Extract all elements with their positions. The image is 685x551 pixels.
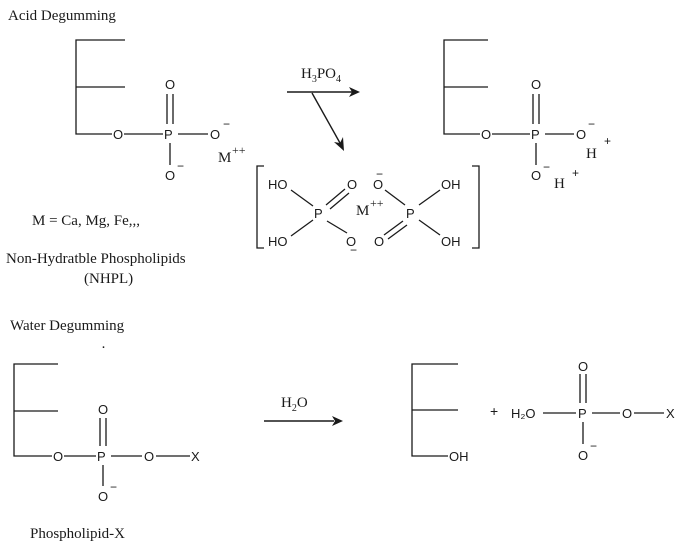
phosphoryl-x-product: H₂O P O O X O − <box>511 359 675 463</box>
complex-oxygen-2b: O <box>374 234 384 249</box>
product-proton-2: H <box>554 176 565 192</box>
complex-minus-b: − <box>376 167 383 181</box>
nhpl-label: Non-Hydratble Phospholipids <box>6 251 186 267</box>
reagent-sub4: 4 <box>336 74 341 85</box>
nhpl-abbrev: (NHPL) <box>84 271 133 287</box>
complex-ho-top: HO <box>268 177 288 192</box>
ppx-x-group: X <box>666 406 675 421</box>
px-right-oxygen: O <box>144 449 154 464</box>
phospholipid-x-label: Phospholipid-X <box>30 526 125 542</box>
product-bottom-oxygen: O <box>531 168 541 183</box>
water-reagent: H2O <box>281 395 308 414</box>
reagent-po: PO <box>317 66 336 82</box>
product-bridge-oxygen: O <box>481 127 491 142</box>
px-bottom-oxygen: O <box>98 489 108 504</box>
left-bracket <box>256 165 264 249</box>
phosphorus: P <box>164 127 173 142</box>
product-plus-2: + <box>572 166 579 180</box>
minus-charge-bottom: − <box>177 159 184 173</box>
bridge-oxygen: O <box>113 127 123 142</box>
nhpl-structure: O P O O − O − M ++ <box>75 39 246 183</box>
svg-text:H3PO4: H3PO4 <box>301 66 341 85</box>
ppx-h2o: H₂O <box>511 406 536 421</box>
water-reaction-arrow <box>264 416 343 426</box>
complex-oh-bottom: OH <box>441 234 461 249</box>
product-phosphorus: P <box>531 127 540 142</box>
ppx-phosphorus: P <box>578 406 587 421</box>
minus-charge-right: − <box>223 117 230 131</box>
px-x-group: X <box>191 449 200 464</box>
right-oxygen: O <box>210 127 220 142</box>
glycerol-product: OH <box>411 363 469 464</box>
complex-oxygen-1: O <box>347 177 357 192</box>
product-minus-right: − <box>588 117 595 131</box>
right-bracket <box>472 165 480 249</box>
complex-phosphorus-2: P <box>406 206 415 221</box>
glycerol-oh: OH <box>449 449 469 464</box>
acid-reagent-h3po4: H3PO4 <box>301 66 341 85</box>
water-reagent-sub2: 2 <box>292 403 297 414</box>
product-top-oxygen: O <box>531 77 541 92</box>
phosphatidic-acid-product: O P O O − H + O − H + <box>443 39 611 192</box>
metal-phosphate-complex: HO HO P O O − M ++ O − P O OH OH <box>256 165 480 257</box>
complex-minus-a: − <box>350 243 357 257</box>
ppx-bottom-oxygen: O <box>578 448 588 463</box>
water-reagent-o: O <box>297 395 308 411</box>
acid-branch-arrow <box>311 92 344 151</box>
complex-metal: M <box>356 203 369 219</box>
product-minus-bottom: − <box>543 160 550 174</box>
complex-oxygen-2: O <box>373 177 383 192</box>
phospholipid-x-structure: O P O O X O − <box>13 363 200 504</box>
metal-definition: M = Ca, Mg, Fe,,, <box>32 213 140 229</box>
product-proton-1: H <box>586 146 597 162</box>
svg-text:H2O: H2O <box>281 395 308 414</box>
acid-degumming-title: Acid Degumming <box>8 8 116 24</box>
px-minus: − <box>110 480 117 494</box>
top-oxygen: O <box>165 77 175 92</box>
complex-ho-bottom: HO <box>268 234 288 249</box>
metal-cation: M <box>218 150 231 166</box>
complex-oxygen-1b: O <box>346 234 356 249</box>
reagent-h: H <box>301 66 312 82</box>
px-top-oxygen: O <box>98 402 108 417</box>
bottom-oxygen: O <box>165 168 175 183</box>
product-plus-1: + <box>604 134 611 148</box>
plus-sign: + <box>490 403 498 419</box>
product-right-oxygen: O <box>576 127 586 142</box>
water-reagent-h: H <box>281 395 292 411</box>
px-glycerol-backbone <box>13 363 58 457</box>
complex-metal-charge: ++ <box>370 196 384 210</box>
ppx-right-oxygen: O <box>622 406 632 421</box>
ppx-top-oxygen: O <box>578 359 588 374</box>
metal-charge: ++ <box>232 143 246 157</box>
acid-reaction-arrow <box>287 87 360 97</box>
stray-dot: · <box>101 340 106 356</box>
px-bridge-oxygen: O <box>53 449 63 464</box>
complex-oh-top: OH <box>441 177 461 192</box>
water-degumming-title: Water Degumming <box>10 318 125 334</box>
px-phosphorus: P <box>97 449 106 464</box>
reagent-sub3: 3 <box>312 74 317 85</box>
ppx-minus: − <box>590 439 597 453</box>
complex-phosphorus-1: P <box>314 206 323 221</box>
